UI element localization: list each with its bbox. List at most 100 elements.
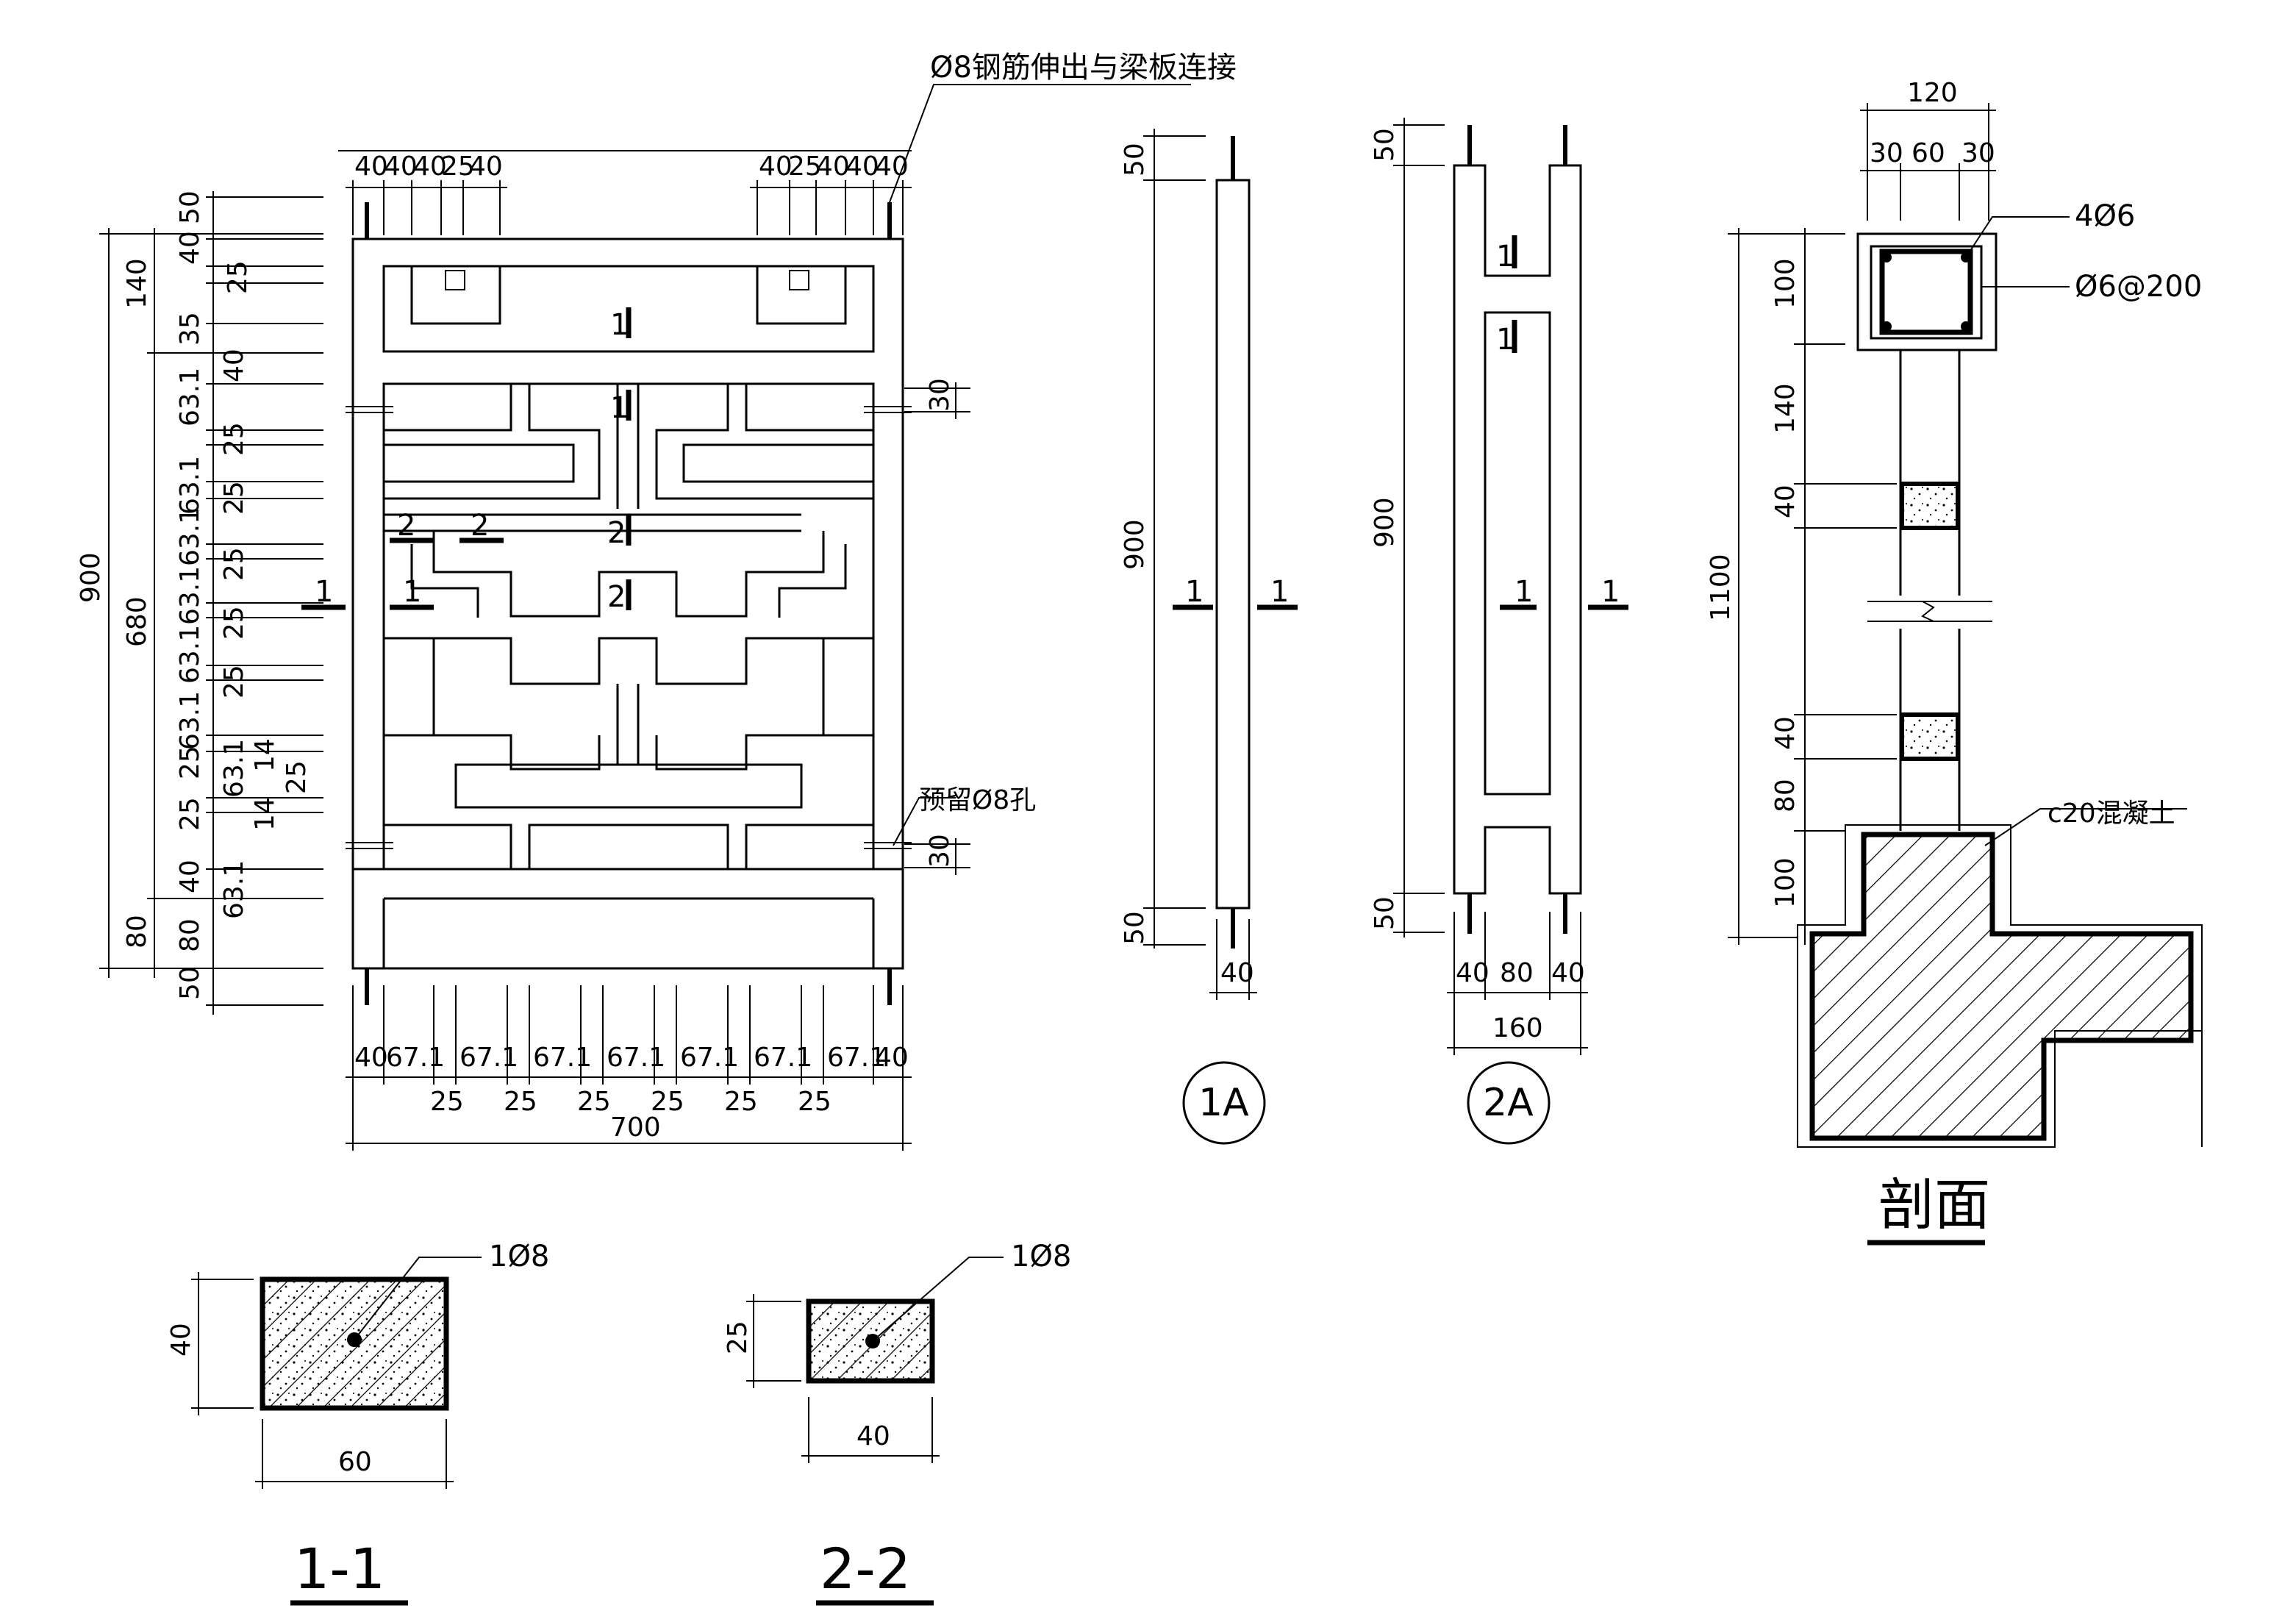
- detail-2a-tag-circle: [1467, 1061, 1551, 1145]
- detail-1a-dim-50-bottom: 50: [1120, 911, 1150, 945]
- top-dim-r2: 25: [788, 151, 822, 182]
- section-1-1-bar-note: 1Ø8: [489, 1240, 549, 1273]
- main-bars-note: 4Ø6: [2075, 199, 2135, 233]
- left-dim-ticks: [206, 238, 323, 870]
- section-title: 剖面: [1878, 1172, 1990, 1237]
- hole-leader: [893, 797, 956, 846]
- right-dim-30-top: 30: [925, 378, 955, 412]
- left-dim-63-1-d: 63.1: [175, 566, 205, 625]
- bottom-dim-1: 40: [354, 1043, 388, 1073]
- left-dim-40c: 40: [175, 860, 205, 893]
- left-dim-63-1-c: 63.1: [175, 507, 205, 566]
- bottom-rail: [353, 868, 903, 968]
- mark-2-c: 2: [607, 516, 626, 550]
- section-dim-30-left: 30: [1870, 138, 1903, 168]
- section-marks: [301, 307, 632, 610]
- left-dim-35: 35: [175, 312, 205, 346]
- section-1-1-height: 40: [166, 1323, 196, 1357]
- bottom-dim-25-1: 25: [430, 1087, 464, 1117]
- detail-1a-dim-50-top: 50: [1120, 143, 1150, 176]
- left-dim-25e: 25: [219, 606, 249, 640]
- top-dim-r1: 40: [759, 151, 793, 182]
- left-dim-25b: 25: [219, 422, 249, 456]
- left-dim-40a: 40: [175, 231, 205, 265]
- rebar-note: Ø8钢筋伸出与梁板连接: [930, 51, 1237, 85]
- bottom-dim-9: 40: [875, 1043, 909, 1073]
- footing-ground-line: [2055, 925, 2203, 1147]
- section-2-2-width: 40: [856, 1421, 890, 1451]
- frame-outline: [351, 237, 904, 970]
- section-1-1-width: 60: [338, 1447, 372, 1477]
- bottom-dimension-lines: [346, 985, 912, 1151]
- section-dim-40-top: 40: [1770, 485, 1800, 518]
- mark-2-d: 2: [607, 580, 626, 614]
- left-dim-63-1-e: 63.1: [175, 625, 205, 684]
- rebar-stubs-bottom: [365, 968, 892, 1005]
- section-dim-100-top: 100: [1770, 258, 1800, 309]
- section-break-line: [1867, 601, 1992, 622]
- top-dim-3: 40: [413, 151, 447, 182]
- left-dim-80: 80: [122, 915, 152, 948]
- section-cap-outer: [1856, 232, 1998, 351]
- left-dim-680: 680: [122, 596, 152, 647]
- left-dim-140: 140: [122, 258, 152, 309]
- section-1-1-dim-lines: [191, 1272, 454, 1489]
- bottom-dim-5: 67.1: [607, 1043, 665, 1073]
- top-square-left: [445, 270, 465, 290]
- lattice-panel: [382, 382, 875, 871]
- mark-1-c: 1: [315, 575, 333, 609]
- reserved-holes: [346, 406, 912, 849]
- top-rail: [382, 265, 875, 353]
- detail-2a-dim-50-top: 50: [1370, 128, 1400, 162]
- top-dim-r4: 40: [845, 151, 879, 182]
- section-dim-80: 80: [1770, 779, 1800, 812]
- detail-2a-dim-lines: [1393, 118, 1588, 1055]
- right-30-dims: [904, 382, 970, 875]
- detail-2a-dim-40-left: 40: [1456, 958, 1489, 988]
- left-dim-63-1-f: 63.1: [219, 739, 249, 798]
- left-dim-63-1-b: 63.1: [175, 456, 205, 515]
- detail-1a-mark-left: 1: [1185, 575, 1204, 609]
- section-view: 4Ø6 Ø6@200 c20混凝土 120 30 60: [1706, 78, 2203, 1246]
- section-main-bars: [1881, 252, 1971, 332]
- bottom-dim-8: 67.1: [827, 1043, 886, 1073]
- section-2-2: 1Ø8 25 40 2-2: [723, 1240, 1071, 1606]
- left-dim-63-1-a: 63.1: [175, 368, 205, 426]
- left-dim-25d: 25: [219, 547, 249, 581]
- mark-1-d: 1: [403, 575, 421, 609]
- detail-1a: 50 900 50 40 1 1 1A: [1120, 129, 1298, 1145]
- detail-1a-tag-circle: [1182, 1061, 1266, 1145]
- detail-2a-dim-80: 80: [1500, 958, 1534, 988]
- top-dim-5: 40: [469, 151, 503, 182]
- section-dim-140: 140: [1770, 383, 1800, 434]
- left-dim-25f: 25: [219, 665, 249, 699]
- detail-2a-dim-900: 900: [1370, 497, 1400, 548]
- section-rail-top: [1900, 482, 1960, 530]
- right-dim-30-bottom: 30: [925, 834, 955, 868]
- main-bars-leader: [1965, 216, 2070, 258]
- section-dim-30-right: 30: [1961, 138, 1995, 168]
- detail-2a-opening: [1484, 311, 1551, 796]
- top-dim-4: 25: [441, 151, 475, 182]
- mark-2-b: 2: [471, 509, 489, 543]
- section-dim-60: 60: [1911, 138, 1945, 168]
- detail-1a-tag: 1A: [1198, 1081, 1249, 1125]
- bottom-dim-25-6: 25: [798, 1087, 832, 1117]
- bottom-dim-25-5: 25: [724, 1087, 758, 1117]
- section-dim-120: 120: [1907, 78, 1958, 108]
- bottom-dim-6: 67.1: [680, 1043, 739, 1073]
- detail-2a: 50 900 50 40 80 40 160 1 1 1 1 2A: [1370, 118, 1628, 1145]
- detail-2a-mark-4: 1: [1601, 575, 1620, 609]
- detail-2a-dim-160: 160: [1492, 1013, 1543, 1043]
- left-dim-25a: 25: [223, 260, 253, 294]
- top-dim-r3: 40: [816, 151, 850, 182]
- top-square-right: [789, 270, 809, 290]
- mark-2-a: 2: [397, 509, 415, 543]
- left-dim-50-top: 50: [175, 190, 205, 224]
- detail-2a-mark-1: 1: [1496, 240, 1514, 274]
- rebar-stubs-top: [365, 202, 892, 239]
- bottom-dim-2: 67.1: [386, 1043, 445, 1073]
- section-2-2-bar-note: 1Ø8: [1011, 1240, 1071, 1273]
- detail-2a-dim-50-bottom: 50: [1370, 896, 1400, 930]
- detail-1a-bar: [1215, 179, 1251, 910]
